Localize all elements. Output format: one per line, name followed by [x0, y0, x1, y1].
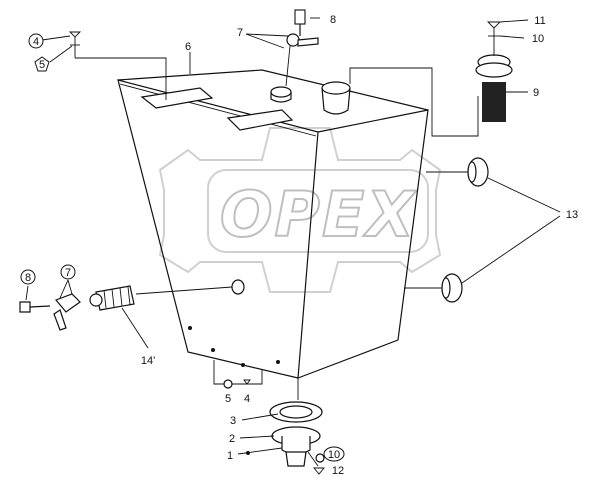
elbow-7	[286, 33, 300, 47]
callout-7-left-circle	[60, 264, 76, 280]
drain-bolt-leader	[237, 447, 283, 455]
drain-screw-leader	[213, 360, 263, 385]
leader-7-top-a	[245, 33, 285, 49]
callout-13-line-lower	[461, 215, 561, 284]
bolt-1	[246, 451, 250, 455]
callout-13: 13	[566, 209, 578, 221]
top-fitting-assembly	[285, 9, 319, 87]
leader-3	[241, 413, 279, 421]
watermark-text: OPEX	[220, 178, 417, 251]
leader-10-top	[499, 35, 525, 39]
callout-12: 12	[332, 465, 344, 477]
callout-5-bottom: 5	[225, 393, 231, 405]
breather-boss-side	[270, 92, 292, 103]
tank-right-face	[297, 109, 429, 379]
leader-7-left-b	[67, 279, 73, 295]
leader-7-left-a	[59, 279, 69, 299]
hose-14-ribs	[103, 286, 131, 309]
bolt-hole	[211, 348, 215, 352]
tank-top-inner-edge	[119, 83, 317, 137]
screw-4	[68, 31, 82, 38]
screw-4-bottom	[243, 379, 251, 385]
tee-7-branch	[53, 309, 67, 331]
callout-5-top-shape	[34, 56, 50, 72]
callout-4-top: 4	[33, 36, 39, 48]
bolt-hole	[188, 326, 192, 330]
filter-flange	[475, 62, 513, 78]
plug-8-head	[294, 9, 306, 25]
leader-2	[239, 435, 275, 439]
side-port	[231, 279, 245, 295]
filler-neck-body	[321, 87, 351, 115]
callout-11: 11	[534, 15, 545, 27]
drain-plug-body	[281, 436, 311, 455]
callout-7-top: 7	[237, 27, 243, 39]
leader-4-top	[41, 35, 71, 41]
callout-13-line-upper	[487, 177, 561, 213]
screw-12	[313, 467, 325, 475]
callout-6: 6	[185, 41, 191, 53]
callout-10-bottom: 10	[328, 449, 340, 461]
leader-5-top	[49, 45, 73, 63]
bottom-screw-leader	[307, 451, 319, 467]
top-fitting-leader	[285, 45, 291, 87]
plug-8-left	[19, 301, 31, 313]
screw-leader	[75, 57, 167, 100]
leader-8-left	[25, 285, 29, 301]
breather-boss	[270, 86, 292, 98]
top-plate-left	[140, 87, 214, 109]
callout-7-left: 7	[65, 267, 71, 279]
filter-screen	[482, 82, 506, 122]
watermark-inner-frame	[207, 169, 429, 253]
hose-end-fitting	[89, 293, 103, 307]
callout-10-bottom-ring	[323, 446, 345, 462]
tee-7	[54, 293, 81, 313]
filler-neck-top	[321, 81, 351, 95]
filter-assembly	[349, 21, 513, 137]
callout-8-top: 8	[330, 14, 336, 26]
watermark-gear-outline	[158, 127, 442, 293]
callout-4-top-circle	[28, 33, 44, 49]
grommet-group	[404, 157, 561, 303]
callout-14: 14'	[141, 355, 155, 367]
hose-assembly	[19, 285, 233, 331]
watermark-logo: OPEX	[158, 127, 442, 293]
callout-10-top: 10	[532, 33, 544, 45]
hose-leader	[135, 286, 233, 295]
filter-leader-path	[349, 67, 479, 137]
callout-2: 2	[229, 433, 235, 445]
callout-5-top: 5	[39, 59, 45, 71]
callout-9: 9	[533, 87, 539, 99]
leader-14	[121, 307, 149, 349]
bolt-hole	[276, 360, 280, 364]
leader-11	[499, 19, 529, 23]
drain-plug-nut	[285, 451, 307, 467]
gasket-3-inner	[279, 405, 313, 419]
washer-10-bottom	[315, 453, 325, 463]
callout-8-left: 8	[25, 272, 31, 284]
leader-7-top-b	[245, 33, 289, 37]
washer-5-bottom	[223, 379, 233, 389]
screw-11	[486, 21, 502, 29]
grommet-13-lower-inner	[441, 277, 451, 299]
top-left-screw-group	[68, 31, 167, 100]
top-plate-right	[226, 109, 294, 131]
callout-1: 1	[227, 450, 233, 462]
callout-8-left-circle	[20, 269, 36, 285]
callout-3: 3	[230, 415, 236, 427]
bolt-hole	[241, 363, 245, 367]
drain-assembly	[213, 360, 325, 475]
callout-leaders	[25, 17, 529, 439]
callout-4-bottom: 4	[244, 393, 250, 405]
elbow-7-nipple	[297, 37, 319, 47]
plug-8-left-stem	[29, 305, 51, 308]
grommet-13-upper-inner	[467, 161, 477, 183]
